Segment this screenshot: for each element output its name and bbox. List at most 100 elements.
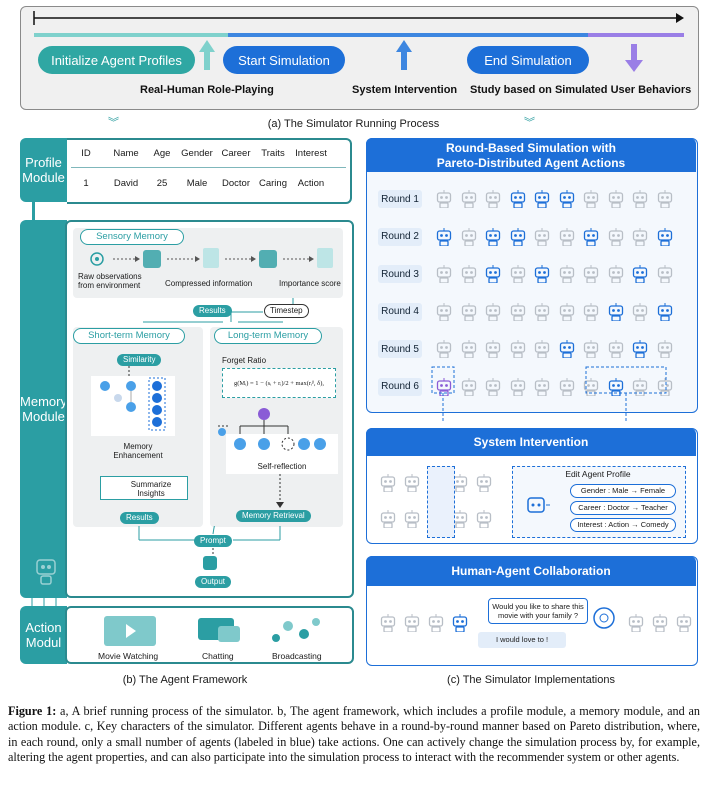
agent-icon (608, 265, 624, 284)
agent-icon (559, 302, 575, 322)
agent-icon (676, 614, 692, 633)
memory-module-tab: Memory Module (20, 220, 67, 598)
agent-icon (461, 227, 477, 247)
results-tag: Results (193, 305, 232, 317)
agent-icon (652, 614, 668, 633)
chatgpt-icon (259, 250, 277, 268)
agent-icon (608, 302, 624, 322)
agent-icon (404, 510, 420, 529)
document-icon (203, 248, 219, 268)
caption-real-human: Real-Human Role-Playing (140, 84, 274, 96)
round-label: Round 6 (378, 377, 422, 396)
caption-study: Study based on Simulated User Behaviors (470, 84, 692, 96)
eye-icon (90, 252, 104, 266)
round-simulation-header: Round-Based Simulation with Pareto-Distr… (366, 138, 696, 172)
agent-icon (510, 265, 526, 284)
agent-icon (534, 377, 550, 397)
chevron-down-icon: ︾ (108, 117, 119, 129)
up-arrow-icon-teal (199, 40, 215, 70)
output-tag: Output (195, 576, 232, 588)
figure-caption: Figure 1: a, A brief running process of … (8, 704, 700, 766)
agent-icon (657, 265, 673, 284)
profile-header-cell: Interest (295, 148, 327, 159)
panel-a-title: (a) The Simulator Running Process (267, 118, 440, 130)
edit-item: Interest : Action → Comedy (570, 518, 676, 532)
agent-icon (632, 190, 648, 209)
selected-agent-column (427, 466, 455, 538)
agent-icon (608, 227, 624, 247)
answer-bubble: I would love to ! (478, 632, 566, 648)
agent-icon (461, 377, 477, 397)
agent-icon (510, 302, 526, 322)
agent-icon (380, 614, 396, 633)
edit-item: Gender : Male → Female (570, 484, 676, 498)
profile-header-cell: Name (113, 148, 139, 159)
caption-system-intervention: System Intervention (352, 84, 458, 96)
system-intervention-header: System Intervention (366, 428, 696, 456)
agent-icon (559, 377, 575, 397)
agent-icon (583, 227, 599, 247)
agent-icon (534, 340, 550, 359)
profile-value-cell: Doctor (222, 178, 250, 189)
agent-icon (452, 614, 468, 633)
agent-icon (461, 302, 477, 322)
agent-icon (583, 190, 599, 209)
agent-icon (632, 302, 648, 322)
similarity-tag: Similarity (117, 354, 162, 366)
chat-icon (198, 618, 240, 642)
sensory-flow (90, 248, 333, 268)
movie-icon (104, 616, 156, 646)
round-label: Round 1 (378, 190, 422, 208)
agent-icon (436, 377, 452, 397)
initialize-profiles-pill: Initialize Agent Profiles (38, 46, 195, 74)
score-icon (317, 248, 333, 268)
agent-icon (461, 265, 477, 284)
agent-icon (436, 340, 452, 359)
action-movie-watching: Movie Watching (98, 651, 159, 661)
agent-icon (461, 340, 477, 359)
collab-header: Human-Agent Collaboration (366, 556, 696, 586)
start-simulation-pill: Start Simulation (223, 46, 345, 74)
results-tag-2: Results (120, 512, 159, 524)
panel-c-title: (c) The Simulator Implementations (447, 674, 615, 686)
process-timeline (33, 11, 684, 72)
chevron-down-icon: ︾ (524, 117, 535, 129)
agent-icon (527, 497, 550, 513)
profile-header-cell: ID (81, 148, 91, 159)
agent-icon (436, 190, 452, 209)
edit-profile-title: Edit Agent Profile (565, 469, 631, 479)
compressed-info-label: Compressed information (165, 279, 253, 288)
broadcast-icon (272, 618, 320, 642)
action-module-tab: Action Modul (20, 606, 67, 664)
agent-icon (534, 302, 550, 322)
round-label: Round 4 (378, 302, 422, 321)
agent-icon (404, 474, 420, 493)
agent-icon (485, 190, 501, 209)
agent-icon (632, 265, 648, 284)
action-module-box (65, 606, 354, 664)
forget-ratio-label: Forget Ratio (222, 356, 267, 365)
chatgpt-icon (203, 556, 217, 570)
agent-icon (485, 340, 501, 359)
raw-observations-label: Raw observations from environment (78, 272, 142, 290)
prompt-tag: Prompt (194, 535, 232, 547)
agent-icon (583, 265, 599, 284)
short-term-memory-label: Short-term Memory (73, 328, 185, 344)
agent-icon (559, 340, 575, 359)
profile-header-cell: Gender (181, 148, 213, 159)
agent-icon (608, 340, 624, 359)
profile-header-cell: Traits (261, 148, 285, 159)
figure-label: Figure 1: (8, 704, 57, 718)
agent-icon (380, 510, 396, 529)
panel-b-title: (b) The Agent Framework (122, 674, 248, 686)
caption-text: a, A brief running process of the simula… (8, 704, 700, 765)
down-arrow-icon-purple (625, 44, 643, 72)
agent-icon (510, 227, 526, 247)
action-broadcasting: Broadcasting (272, 651, 322, 661)
profile-value-cell: Caring (259, 178, 287, 189)
memory-enhancement-label: Memory Enhancement (113, 442, 163, 460)
question-bubble: Would you like to share this movie with … (488, 598, 588, 624)
profile-value-cell: David (113, 178, 139, 189)
agent-icon (485, 227, 501, 247)
